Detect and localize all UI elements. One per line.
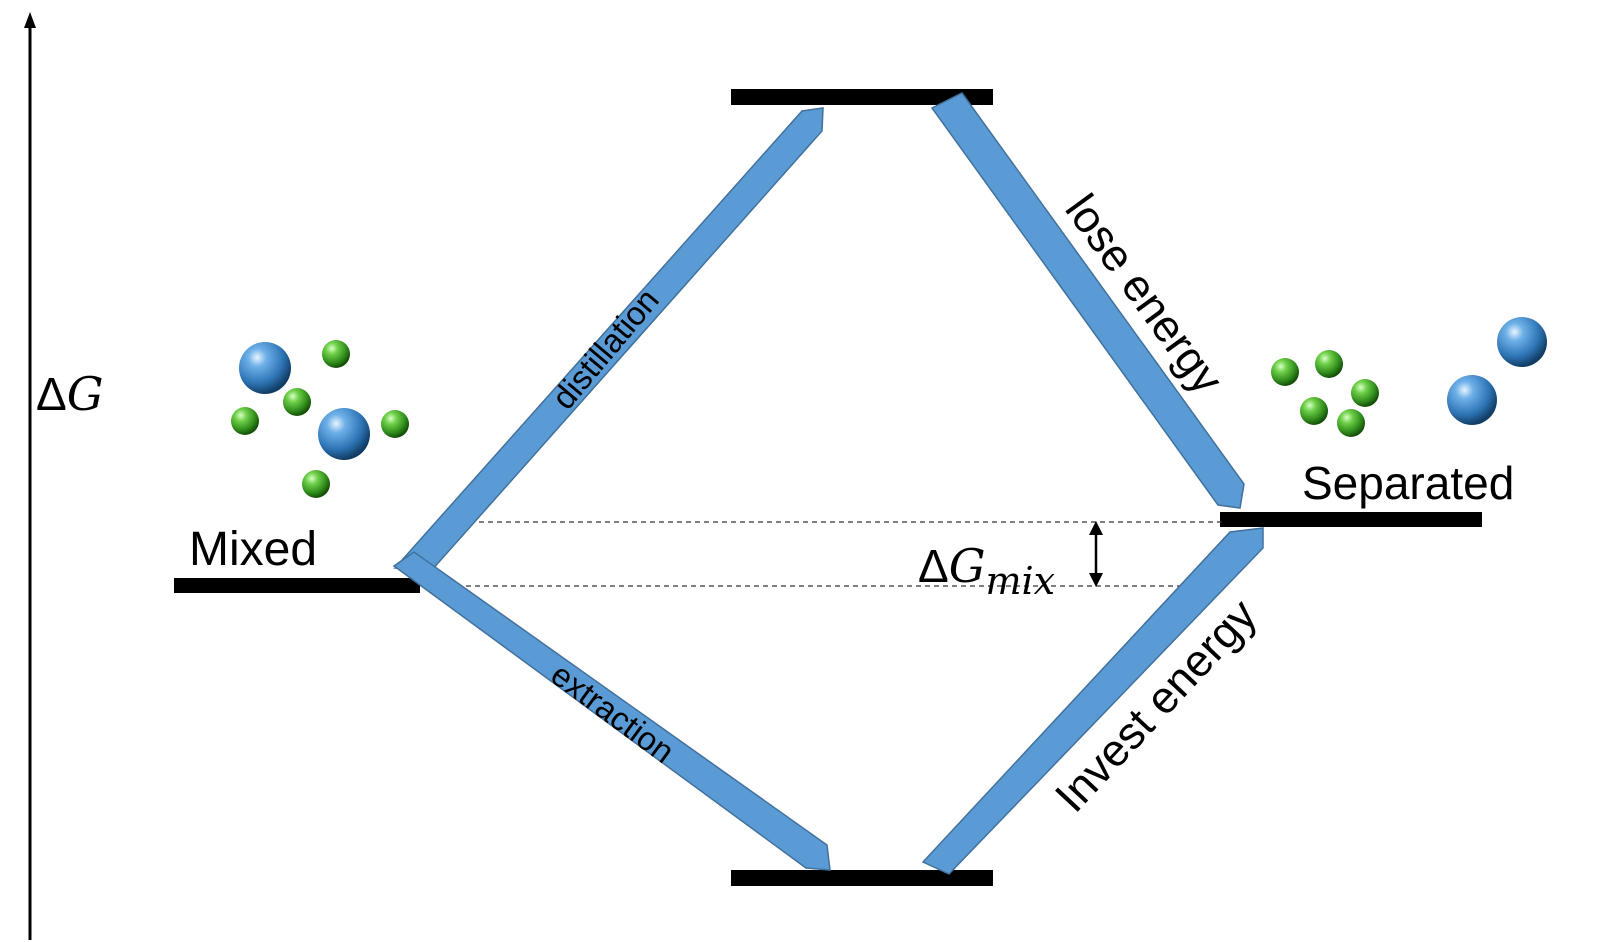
mixed-label: Mixed	[189, 523, 317, 576]
extraction-arrow	[392, 551, 831, 871]
mixed-particles	[231, 340, 409, 498]
blue-sphere-icon	[239, 342, 291, 394]
level-bottom	[731, 870, 993, 886]
axis-arrowhead-icon	[24, 12, 36, 28]
axis-label: ΔG	[36, 367, 103, 421]
green-sphere-icon	[322, 340, 350, 368]
green-sphere-icon	[1315, 350, 1343, 378]
distillation-label: distillation	[544, 281, 665, 416]
blue-sphere-icon	[318, 408, 370, 460]
delta-g-mix-label: ΔGmix	[918, 539, 1055, 603]
blue-sphere-icon	[1497, 317, 1547, 367]
green-sphere-icon	[1271, 358, 1299, 386]
lose-energy-arrow	[930, 92, 1245, 509]
blue-sphere-icon	[1447, 375, 1497, 425]
green-sphere-icon	[302, 470, 330, 498]
delta-g-mix-arrow	[1089, 521, 1103, 587]
invest-energy-arrow	[921, 527, 1264, 875]
green-sphere-icon	[381, 410, 409, 438]
extraction-label: extraction	[544, 655, 681, 770]
green-sphere-icon	[1337, 409, 1365, 437]
green-sphere-icon	[283, 388, 311, 416]
level-separated	[1220, 512, 1482, 527]
green-sphere-icon	[1300, 397, 1328, 425]
level-mixed	[174, 578, 420, 593]
green-sphere-icon	[1351, 379, 1379, 407]
green-sphere-icon	[231, 407, 259, 435]
level-top	[731, 89, 993, 105]
separated-particles	[1271, 317, 1547, 437]
separated-label: Separated	[1302, 457, 1514, 509]
vertical-axis	[24, 12, 36, 940]
